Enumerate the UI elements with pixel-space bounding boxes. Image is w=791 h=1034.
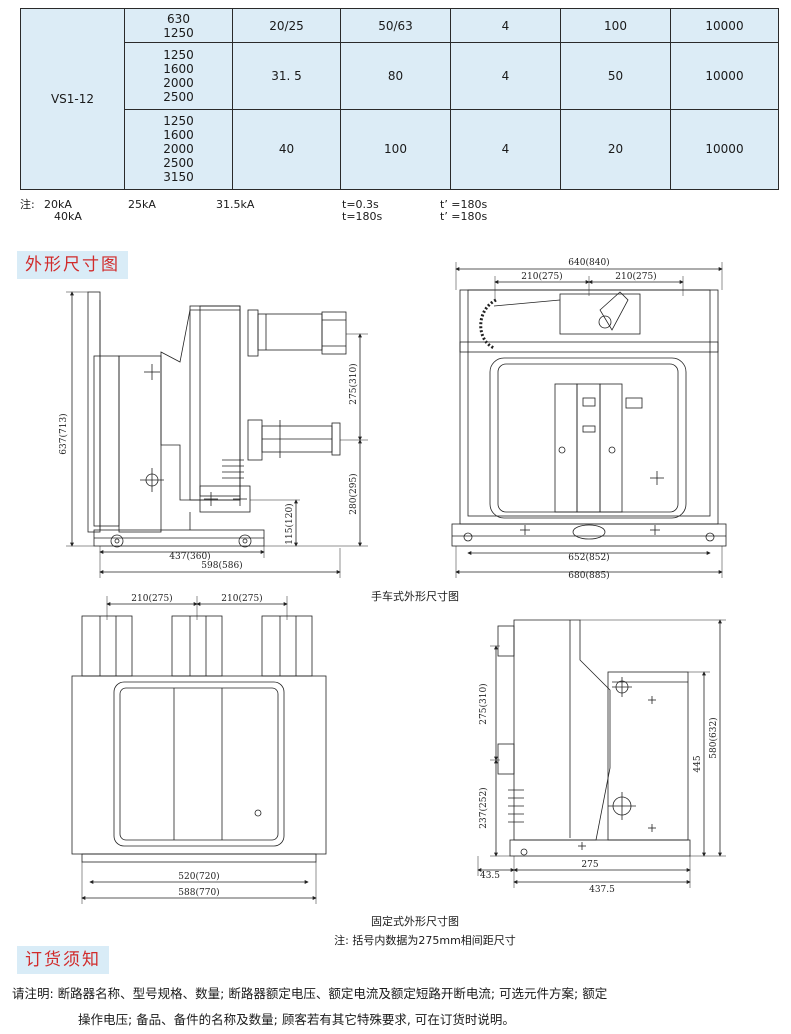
- order-line-1: 请注明: 断路器名称、型号规格、数量; 断路器额定电压、额定电流及额定短路开断电…: [12, 986, 608, 1001]
- breaking-cell: 20/25: [232, 7, 341, 44]
- ops-mech-cell: 10000: [670, 108, 779, 191]
- spec-table: VS1-12 630 1250 20/25 50/63 4 100 10000 …: [20, 7, 779, 191]
- table-row: 1250 1600 2000 2500 31. 5 80 4 50 10000: [21, 42, 779, 110]
- ops-short-cell: 20: [560, 108, 671, 191]
- current-cell: 630 1250: [124, 7, 233, 44]
- table-row: VS1-12 630 1250 20/25 50/63 4 100 10000: [20, 7, 779, 190]
- dim-label: 637(713): [58, 413, 69, 454]
- section-title-dimensions: 外形尺寸图: [17, 251, 128, 279]
- dim-label: 237(252): [478, 787, 489, 828]
- dim-label: 640(840): [568, 257, 609, 268]
- caption-fixed: 固定式外形尺寸图: [371, 915, 459, 928]
- order-line-2: 操作电压; 备品、备件的名称及数量; 顾客若有其它特殊要求, 可在订货时说明。: [78, 1012, 515, 1027]
- note-col-2: 25kA: [128, 198, 156, 211]
- dim-label: 280(295): [348, 473, 359, 514]
- dim-label: 580(632): [708, 717, 719, 758]
- dim-label: 588(770): [178, 887, 219, 898]
- making-cell: 50/63: [340, 7, 451, 44]
- dim-label: 275: [581, 860, 598, 870]
- breaking-cell: 31. 5: [232, 42, 341, 110]
- making-cell: 80: [340, 42, 451, 110]
- dim-label: 598(586): [201, 560, 242, 571]
- model-cell: VS1-12: [20, 8, 125, 190]
- note-col-1: 20kA 40kA: [44, 198, 82, 223]
- dim-label: 115(120): [284, 503, 295, 544]
- dim-label: 445: [693, 755, 703, 772]
- note-prefix: 注:: [20, 198, 35, 211]
- handcart-front-view: [451, 262, 727, 578]
- dim-label: 680(885): [568, 570, 609, 581]
- fixed-front-view: [71, 596, 327, 904]
- current-cell: 1250 1600 2000 2500 3150: [124, 108, 233, 191]
- section-title-ordering: 订货须知: [17, 946, 109, 974]
- dim-label: 275(310): [348, 363, 359, 404]
- table-row: 1250 1600 2000 2500 3150 40 100 4 20 100…: [21, 108, 779, 191]
- making-cell: 100: [340, 108, 451, 191]
- dim-label: 275(310): [478, 683, 489, 724]
- fixed-side-view: [477, 619, 726, 888]
- note-col-3: 31.5kA: [216, 198, 255, 211]
- dim-label: 210(275): [521, 271, 562, 282]
- note-col-5: t’ =180s t’ =180s: [440, 198, 488, 223]
- ops-mech-cell: 10000: [670, 7, 779, 44]
- dim-label: 210(275): [221, 593, 262, 604]
- caption-handcart: 手车式外形尺寸图: [371, 590, 459, 603]
- duration-cell: 4: [450, 7, 561, 44]
- dim-label: 520(720): [178, 871, 219, 882]
- duration-cell: 4: [450, 108, 561, 191]
- ops-mech-cell: 10000: [670, 42, 779, 110]
- ops-short-cell: 100: [560, 7, 671, 44]
- dim-label: 43.5: [480, 871, 500, 881]
- ops-short-cell: 50: [560, 42, 671, 110]
- note-col-4: t=0.3s t=180s: [342, 198, 383, 223]
- dim-label: 210(275): [131, 593, 172, 604]
- duration-cell: 4: [450, 42, 561, 110]
- current-cell: 1250 1600 2000 2500: [124, 42, 233, 110]
- handcart-side-view: [66, 291, 368, 578]
- drawing-note: 注: 括号内数据为275mm相间距尺寸: [334, 934, 516, 947]
- dim-label: 437(360): [169, 551, 210, 562]
- dim-label: 437.5: [589, 885, 615, 895]
- dim-label: 210(275): [615, 271, 656, 282]
- dim-label: 652(852): [568, 552, 609, 563]
